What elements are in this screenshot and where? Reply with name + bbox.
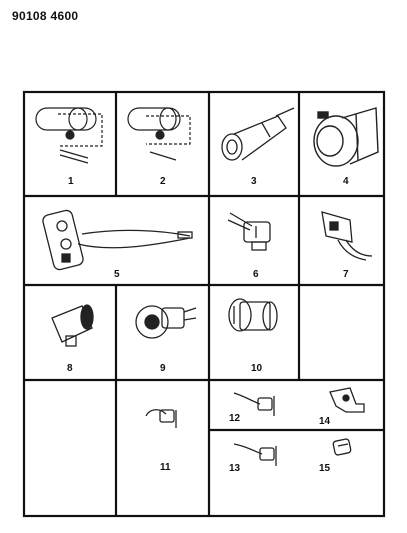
callout-14: 14 bbox=[319, 416, 331, 427]
part-8-lamp-socket-icon bbox=[51, 304, 94, 347]
callout-11: 11 bbox=[160, 462, 171, 473]
part-7-socket-pigtail-icon bbox=[321, 211, 373, 261]
part-6-socket-pigtail-icon bbox=[227, 212, 271, 251]
diagram-code: 90108 4600 bbox=[12, 9, 79, 23]
panel-grid bbox=[22, 90, 386, 518]
part-11-socket-pigtail-icon bbox=[145, 409, 177, 428]
callout-13: 13 bbox=[229, 463, 241, 474]
part-12-socket-pigtail-icon bbox=[233, 392, 275, 416]
callout-10: 10 bbox=[251, 363, 263, 374]
callout-1: 1 bbox=[68, 176, 74, 187]
part-10-lamp-socket-icon bbox=[228, 298, 278, 332]
callout-7: 7 bbox=[343, 269, 349, 280]
part-13-socket-pigtail-icon bbox=[233, 443, 277, 466]
callout-6: 6 bbox=[253, 269, 259, 280]
callout-5: 5 bbox=[114, 269, 120, 280]
part-15-lamp-socket-icon bbox=[332, 438, 352, 456]
part-3-lamp-socket-icon bbox=[221, 107, 295, 161]
callout-4: 4 bbox=[343, 176, 349, 187]
callout-12: 12 bbox=[229, 413, 241, 424]
part-14-lamp-socket-icon bbox=[329, 387, 365, 413]
callout-9: 9 bbox=[160, 363, 166, 374]
callout-3: 3 bbox=[251, 176, 257, 187]
part-5-wire-harness-icon bbox=[42, 209, 193, 271]
part-9-lamp-socket-icon bbox=[135, 305, 197, 339]
callout-8: 8 bbox=[67, 363, 73, 374]
callout-15: 15 bbox=[319, 463, 331, 474]
part-4-lamp-socket-icon bbox=[313, 107, 379, 167]
callout-2: 2 bbox=[160, 176, 166, 187]
part-1-bulb-socket-kit-icon bbox=[35, 107, 103, 164]
part-2-bulb-socket-kit-icon bbox=[127, 107, 191, 161]
